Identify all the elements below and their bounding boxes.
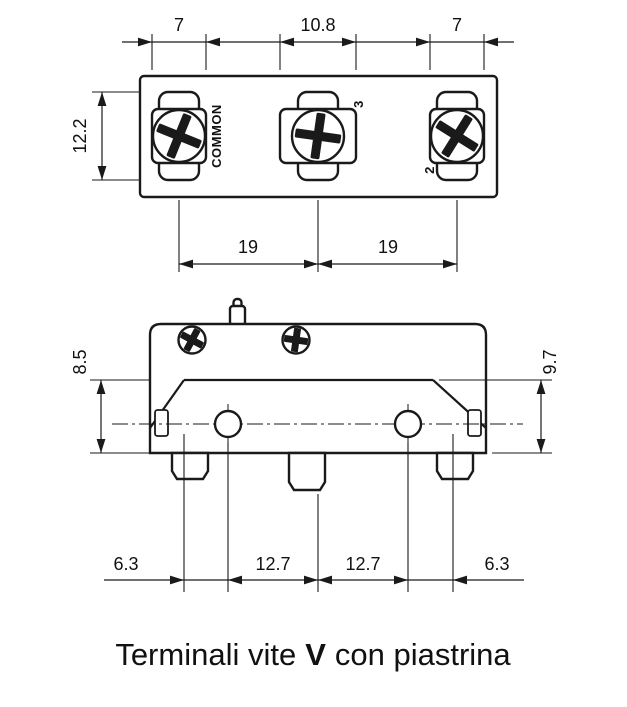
bottom-dimension: 6.3 12.7 12.7 6.3 (104, 434, 524, 592)
terminal-tab-middle (287, 451, 327, 492)
marking-nc: 2 (422, 166, 437, 174)
terminal-common (150, 90, 208, 182)
screw-cross-icon (435, 114, 479, 158)
terminal-right (428, 90, 486, 182)
side-slot-right (467, 409, 482, 437)
front-screw-right (281, 325, 311, 355)
dim-label-b3: 12.7 (345, 554, 380, 574)
screw-cross-icon (156, 113, 202, 159)
front-view: 8.5 9.7 6.3 12.7 12.7 (70, 297, 560, 592)
front-screw-left (177, 325, 207, 355)
dim-label-b4: 6.3 (484, 554, 509, 574)
plunger-pin (228, 297, 247, 327)
height-dimension: 12.2 (70, 91, 150, 181)
dim-label-b2: 12.7 (255, 554, 290, 574)
dim-label-pitch-right: 19 (378, 237, 398, 257)
pitch-dimension: 19 19 (178, 200, 458, 272)
terminal-tab-right (435, 451, 475, 481)
dim-label-front-right: 9.7 (540, 349, 560, 374)
dim-label-pitch-left: 19 (238, 237, 258, 257)
dim-label-pad-right: 7 (452, 15, 462, 35)
marking-common: COMMON (209, 104, 224, 168)
dim-label-pad-left: 7 (174, 15, 184, 35)
mounting-hole-left (213, 404, 243, 444)
terminal-middle (278, 90, 358, 182)
dim-label-b1: 6.3 (113, 554, 138, 574)
caption-prefix: Terminali vite (115, 637, 296, 672)
dim-label-middle: 10.8 (300, 15, 335, 35)
screw-cross-icon (294, 112, 342, 160)
dim-label-height: 12.2 (70, 118, 90, 153)
terminal-tab-left (170, 451, 210, 481)
caption-bold: V (305, 637, 326, 672)
top-view: 7 10.8 7 12.2 COMMON (70, 15, 514, 272)
mounting-hole-right (393, 404, 423, 444)
marking-no: 3 (351, 100, 366, 108)
dim-label-front-left: 8.5 (70, 349, 90, 374)
caption-suffix: con piastrina (335, 637, 512, 672)
front-dim-right: 9.7 (439, 349, 560, 454)
top-dimension-arrows (138, 37, 498, 47)
front-dim-left: 8.5 (70, 349, 150, 454)
side-slot-left (154, 409, 169, 437)
top-extension-lines (151, 34, 485, 70)
